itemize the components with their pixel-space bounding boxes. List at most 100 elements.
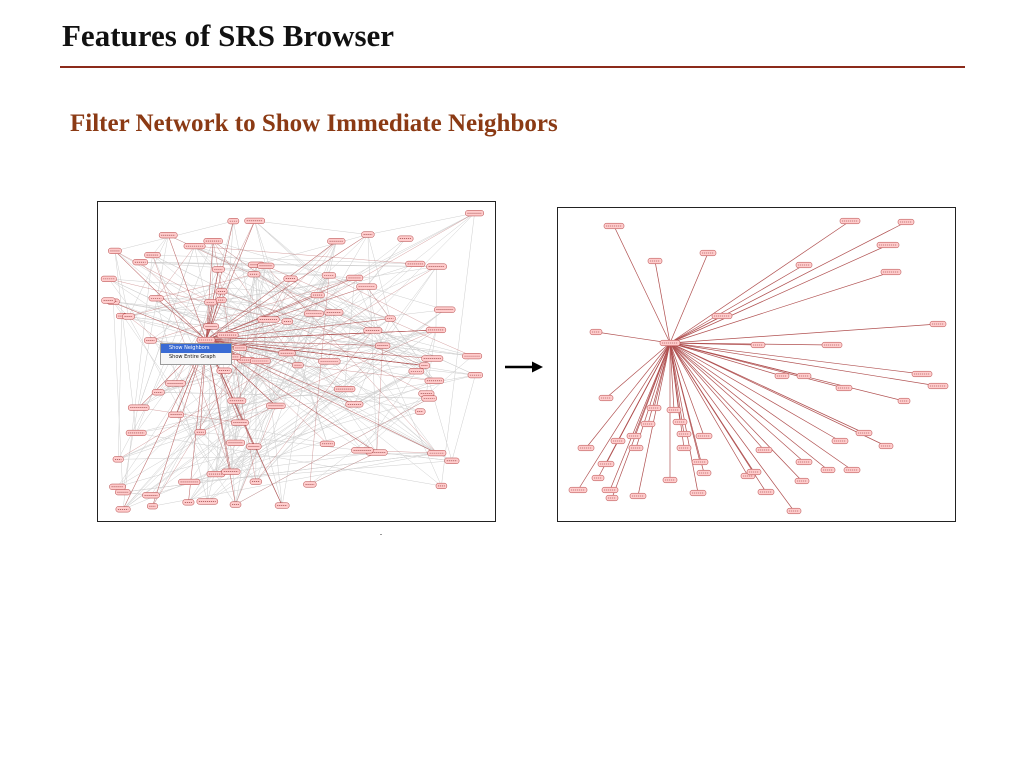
graph-node[interactable] — [233, 344, 247, 352]
graph-node[interactable] — [462, 353, 483, 360]
graph-node[interactable] — [148, 295, 164, 302]
graph-node[interactable] — [321, 272, 337, 279]
graph-node[interactable] — [196, 498, 219, 505]
graph-node[interactable] — [281, 318, 293, 325]
graph-node[interactable] — [426, 263, 447, 270]
graph-node[interactable] — [227, 397, 247, 404]
graph-node[interactable] — [591, 474, 605, 482]
graph-node[interactable] — [101, 297, 116, 304]
graph-node[interactable] — [249, 357, 271, 365]
graph-node[interactable] — [662, 476, 678, 484]
graph-node[interactable] — [115, 489, 131, 496]
graph-node[interactable] — [229, 501, 242, 508]
graph-node[interactable] — [303, 481, 317, 488]
graph-node[interactable] — [115, 506, 131, 513]
graph-node[interactable] — [100, 275, 117, 282]
graph-node[interactable] — [647, 257, 663, 265]
graph-node[interactable] — [821, 341, 843, 349]
graph-node[interactable] — [672, 418, 688, 426]
graph-node[interactable] — [786, 507, 802, 515]
graph-node[interactable] — [203, 238, 223, 245]
graph-node[interactable] — [226, 439, 245, 446]
graph-node[interactable] — [165, 380, 186, 387]
graph-node[interactable] — [221, 468, 241, 475]
graph-node[interactable] — [465, 210, 484, 217]
graph-node[interactable] — [427, 450, 447, 457]
graph-node[interactable] — [876, 241, 900, 249]
graph-node[interactable] — [421, 355, 444, 362]
graph-node[interactable] — [144, 251, 161, 259]
graph-node[interactable] — [666, 406, 682, 414]
graph-node[interactable] — [215, 288, 228, 295]
graph-node[interactable] — [855, 429, 873, 437]
graph-node[interactable] — [333, 386, 356, 393]
graph-node[interactable] — [375, 342, 391, 349]
graph-node[interactable] — [345, 401, 364, 408]
graph-node[interactable] — [125, 429, 147, 437]
filtered-neighbors-view[interactable] — [557, 207, 956, 522]
graph-node[interactable] — [421, 395, 437, 402]
graph-node[interactable] — [278, 350, 296, 357]
graph-node[interactable] — [711, 312, 733, 320]
graph-node[interactable] — [108, 247, 122, 254]
selected-hub-node[interactable] — [196, 336, 216, 344]
graph-node[interactable] — [361, 231, 375, 238]
graph-node[interactable] — [249, 478, 262, 485]
graph-node[interactable] — [318, 358, 341, 365]
graph-node[interactable] — [257, 316, 280, 323]
graph-node[interactable] — [577, 444, 595, 452]
graph-node[interactable] — [927, 382, 949, 390]
full-network-view[interactable] — [97, 201, 496, 522]
graph-node[interactable] — [626, 432, 642, 440]
graph-node[interactable] — [346, 274, 364, 281]
graph-node[interactable] — [109, 483, 126, 490]
graph-node[interactable] — [419, 362, 431, 369]
graph-node[interactable] — [127, 404, 150, 411]
graph-node[interactable] — [795, 261, 813, 269]
graph-node[interactable] — [691, 458, 709, 466]
graph-node[interactable] — [244, 217, 265, 224]
graph-node[interactable] — [356, 283, 378, 290]
graph-node[interactable] — [695, 432, 713, 440]
menu-item-show-neighbors[interactable]: Show Neighbors — [161, 344, 231, 353]
graph-node[interactable] — [408, 368, 425, 375]
graph-node[interactable] — [327, 238, 346, 245]
graph-node[interactable] — [132, 259, 148, 266]
graph-node[interactable] — [215, 296, 227, 304]
graph-node[interactable] — [203, 323, 220, 330]
graph-node[interactable] — [434, 306, 456, 313]
graph-node[interactable] — [324, 309, 344, 316]
graph-node[interactable] — [147, 503, 158, 510]
graph-node[interactable] — [880, 268, 902, 276]
graph-node[interactable] — [227, 218, 240, 225]
full-network-graph[interactable] — [98, 202, 495, 521]
graph-node[interactable] — [182, 499, 195, 506]
graph-node[interactable] — [878, 442, 894, 450]
selected-hub-node[interactable] — [659, 339, 681, 347]
neighbors-graph[interactable] — [558, 208, 955, 521]
graph-node[interactable] — [598, 394, 614, 402]
graph-node[interactable] — [676, 444, 692, 452]
graph-node[interactable] — [158, 232, 178, 239]
graph-node[interactable] — [231, 419, 249, 426]
graph-node[interactable] — [283, 275, 298, 282]
graph-node[interactable] — [843, 466, 861, 474]
graph-node[interactable] — [610, 437, 626, 445]
graph-node[interactable] — [603, 222, 625, 230]
graph-node[interactable] — [897, 218, 915, 226]
graph-node[interactable] — [689, 489, 707, 497]
graph-node[interactable] — [142, 492, 160, 499]
graph-node[interactable] — [246, 443, 262, 450]
graph-node[interactable] — [257, 262, 275, 269]
graph-node[interactable] — [143, 337, 157, 344]
graph-node[interactable] — [750, 341, 766, 349]
graph-node[interactable] — [839, 217, 861, 225]
graph-node[interactable] — [795, 458, 813, 466]
graph-node[interactable] — [405, 260, 426, 267]
graph-node[interactable] — [640, 420, 656, 428]
graph-node[interactable] — [835, 384, 853, 392]
graph-node[interactable] — [183, 243, 206, 250]
graph-node[interactable] — [424, 377, 445, 384]
graph-node[interactable] — [304, 310, 324, 317]
graph-node[interactable] — [216, 367, 232, 374]
